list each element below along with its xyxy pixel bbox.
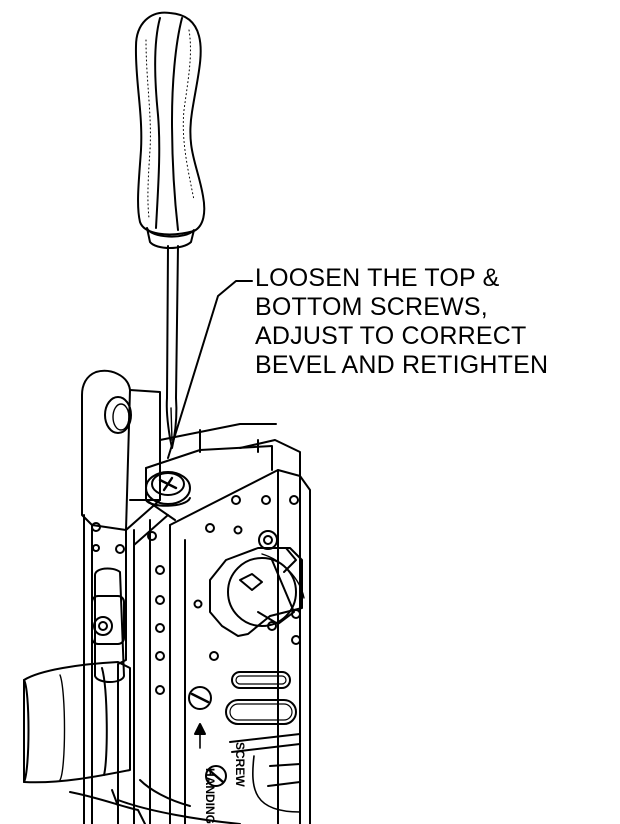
- callout-line: BOTTOM SCREWS,: [255, 293, 488, 321]
- tip-facet: [170, 407, 173, 441]
- screwdriver-ferrule: [146, 227, 195, 249]
- latch-bolt: [91, 595, 125, 645]
- handing-screw: [205, 765, 227, 787]
- handle-flute: [171, 17, 183, 231]
- handing-stamp: HANDING: [203, 768, 217, 824]
- screw-stamp: SCREW: [233, 742, 247, 787]
- case-slot: [225, 699, 297, 725]
- callout-line: LOOSEN THE TOP &: [255, 264, 500, 292]
- faceplate-hole: [104, 396, 132, 434]
- case-slot: [231, 671, 291, 689]
- screwdriver-handle: [134, 11, 206, 236]
- hub-opening: [209, 547, 303, 637]
- latch-slot: [94, 567, 125, 683]
- callout-line: ADJUST TO CORRECT: [255, 322, 527, 350]
- adjustment-screw-bottom: [188, 686, 212, 710]
- callout-line: BEVEL AND RETIGHTEN: [255, 351, 549, 379]
- lock-faceplate: [81, 370, 169, 824]
- handle-highlight: [145, 39, 151, 219]
- lock-case: [117, 439, 311, 824]
- top-bracket: [145, 423, 277, 521]
- handle-flute: [154, 17, 161, 229]
- screwdriver: [134, 11, 206, 449]
- faceplate-screw: [115, 544, 125, 554]
- callout-leader: [167, 280, 253, 459]
- screwdriver-shaft: [166, 245, 169, 399]
- adjustment-instruction-callout: LOOSEN THE TOP & BOTTOM SCREWS, ADJUST T…: [255, 264, 548, 380]
- hub-spindle: [258, 530, 278, 550]
- handle-highlight: [182, 29, 195, 201]
- faceplate-screw: [91, 522, 101, 532]
- deadbolt-block: [23, 661, 146, 824]
- screwdriver-shaft: [175, 245, 179, 399]
